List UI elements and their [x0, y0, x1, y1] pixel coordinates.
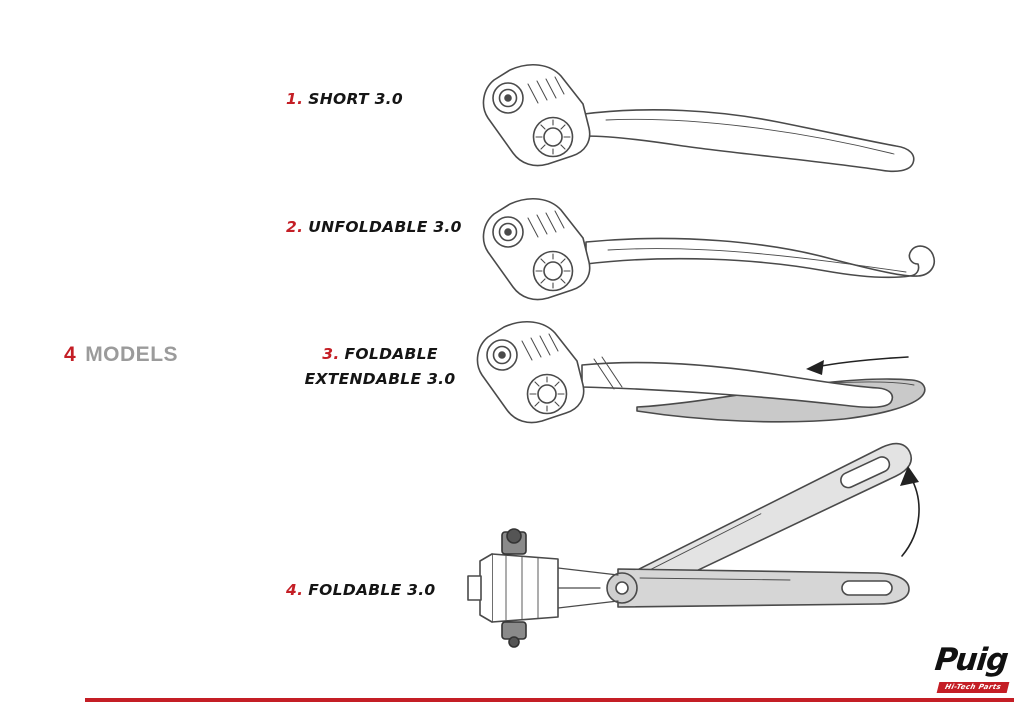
lever-blade	[585, 237, 935, 279]
puig-logo: Puig Hi-Tech Parts	[933, 642, 1010, 694]
pivot-clamp	[467, 528, 619, 648]
folded-arm	[628, 442, 913, 599]
puig-tagline: Hi-Tech Parts	[936, 682, 1010, 693]
model-label-unfoldable: 2.UNFOLDABLE 3.0	[286, 218, 462, 236]
fold-up-arrow	[900, 466, 920, 557]
model-number-3: 3.	[322, 345, 340, 363]
lever-foldable-extendable-illustration	[462, 315, 957, 450]
models-count: 4	[64, 343, 77, 366]
lever-unfoldable-illustration	[468, 192, 958, 322]
lever-short-drawing	[482, 63, 915, 173]
model-number-2: 2.	[286, 218, 304, 236]
model-name-1: SHORT 3.0	[308, 90, 403, 108]
lever-unfoldable-drawing	[482, 197, 935, 301]
lever-blade	[581, 356, 894, 409]
model-number-1: 1.	[286, 90, 304, 108]
model-label-foldable: 4.FOLDABLE 3.0	[286, 581, 436, 599]
lever-foldable-extendable-drawing	[476, 320, 926, 424]
model-label-short: 1.SHORT 3.0	[286, 90, 403, 108]
lever-mount	[482, 197, 591, 301]
models-word: MODELS	[85, 343, 179, 366]
footer-rule	[85, 698, 1014, 702]
lever-foldable-illustration	[450, 428, 955, 648]
model-name-2: UNFOLDABLE 3.0	[308, 218, 462, 236]
models-heading: 4 MODELS	[64, 343, 178, 367]
puig-logo-text: Puig	[933, 642, 1010, 678]
model-name-3: FOLDABLE EXTENDABLE 3.0	[304, 345, 456, 388]
lever-blade	[583, 109, 915, 173]
lever-mount	[476, 320, 585, 424]
lever-short-illustration	[468, 58, 938, 183]
model-name-4: FOLDABLE 3.0	[308, 581, 436, 599]
slide-left-arrow	[806, 356, 909, 375]
model-number-4: 4.	[286, 581, 304, 599]
lever-foldable-drawing	[467, 442, 920, 648]
lever-mount	[482, 63, 591, 167]
lever-body-bar	[606, 568, 910, 608]
model-label-foldable-extendable: 3.FOLDABLE EXTENDABLE 3.0	[276, 342, 484, 392]
